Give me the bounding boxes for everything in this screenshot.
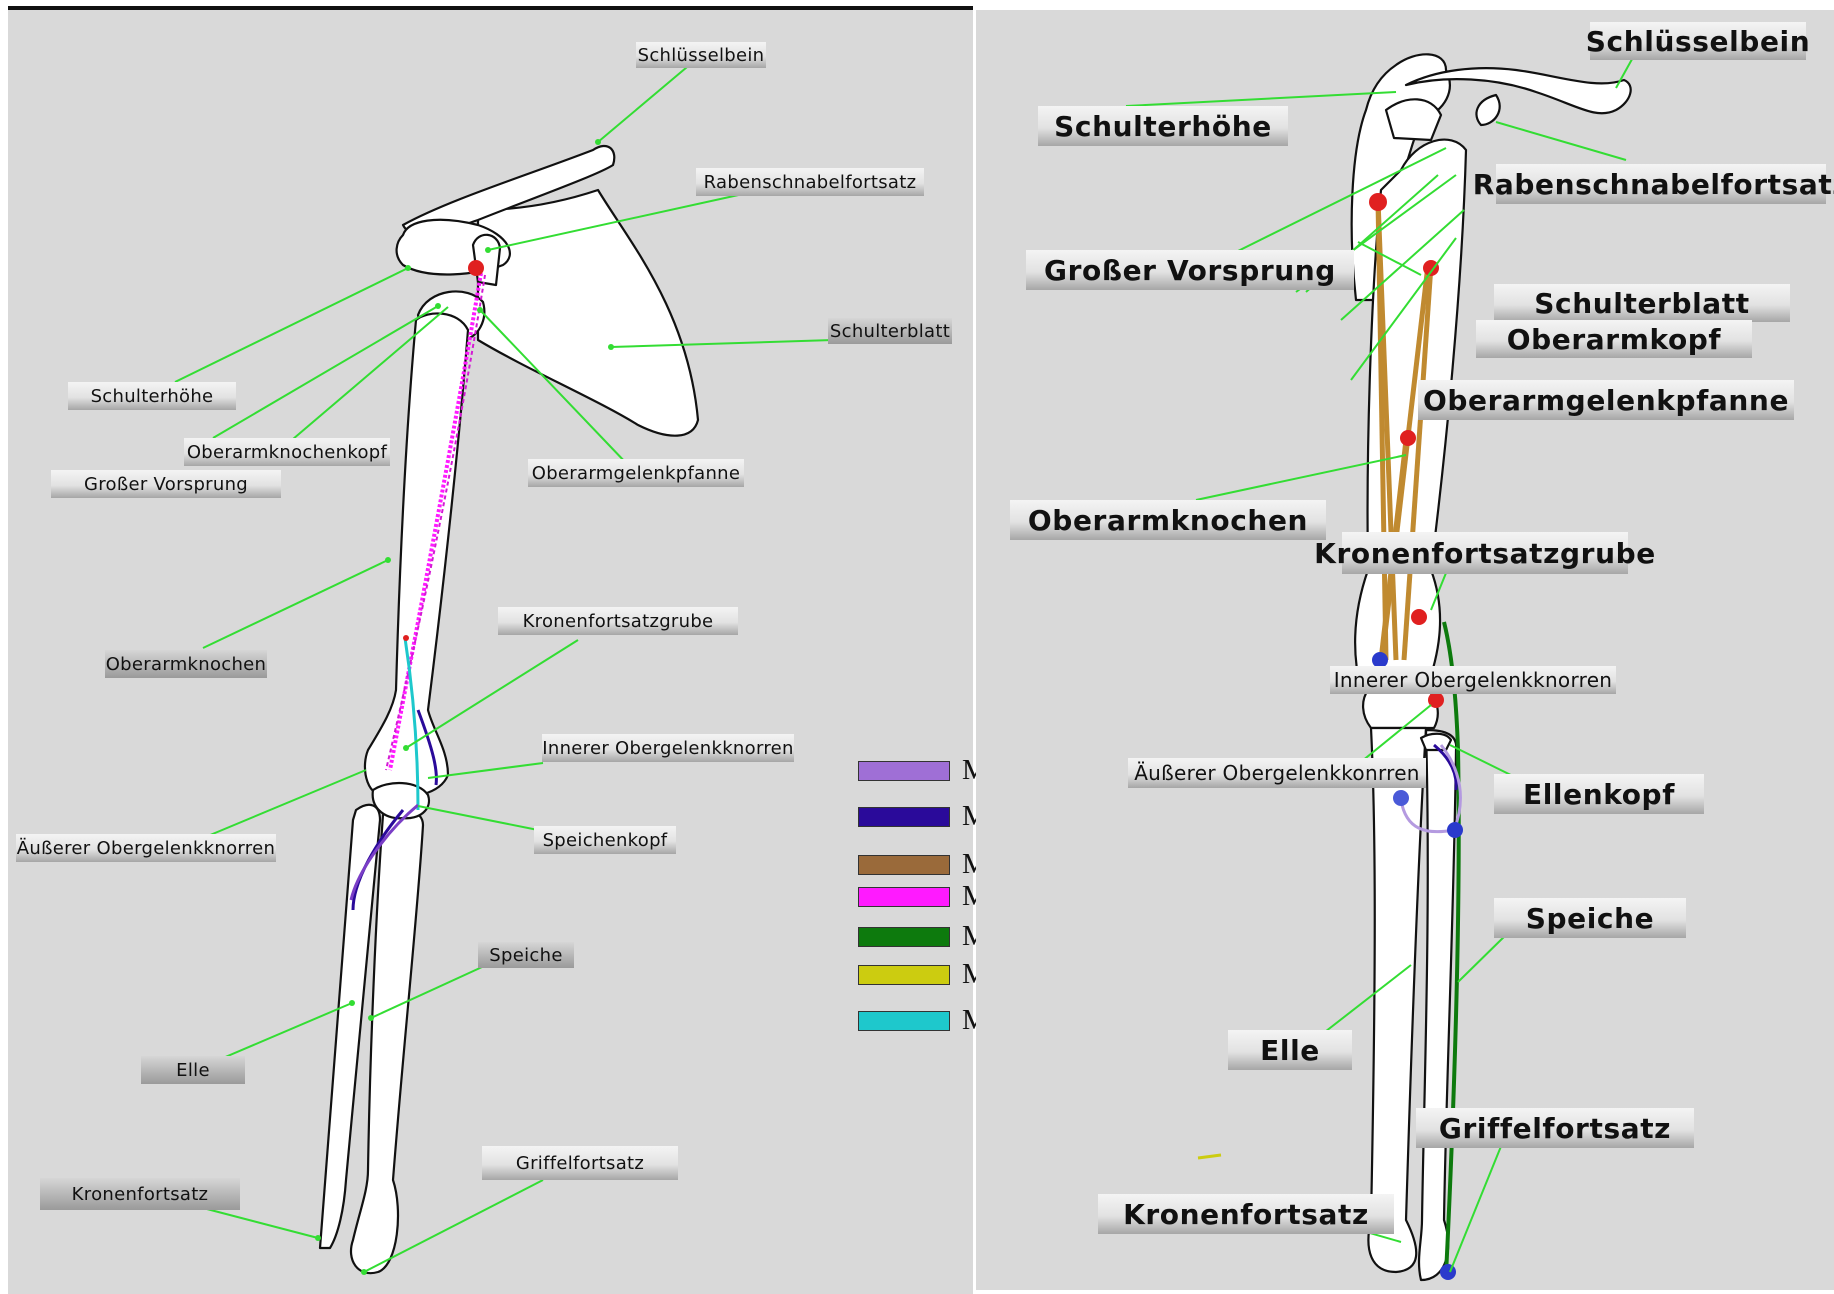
label-greater-tubercle: Großer Vorsprung [51,470,281,498]
label-coronoid-fossa: Kronenfortsatzgrube [1342,532,1628,574]
label-clavicle: Schlüsselbein [636,42,766,68]
label-medial-epicondyle: Innerer Obergelenkknorren [542,734,794,762]
label-ulna: Elle [1228,1030,1352,1070]
legend-swatch [858,887,950,907]
label-radius: Speiche [1494,898,1686,938]
label-acromion: Schulterhöhe [68,382,236,410]
label-clavicle: Schlüsselbein [1590,22,1806,60]
right-anatomy-view: Schlüsselbein Schulterhöhe Rabenschnabel… [976,10,1834,1290]
label-ulna-head: Ellenkopf [1494,774,1704,814]
legend-swatch [858,965,950,985]
label-styloid: Griffelfortsatz [1416,1108,1694,1148]
legend-swatch [858,761,950,781]
label-greater-tubercle: Großer Vorsprung [1026,250,1354,290]
label-humerus: Oberarmknochen [105,650,267,678]
legend-swatch [858,855,950,875]
label-acromion: Schulterhöhe [1038,106,1288,146]
label-coronoid-fossa: Kronenfortsatzgrube [498,607,738,635]
label-humerus: Oberarmknochen [1010,500,1326,540]
label-glenoid: Oberarmgelenkpfanne [1418,380,1794,420]
label-lateral-epicondyle: Äußerer Obergelenkknorren [16,834,276,862]
legend-swatch [858,927,950,947]
legend-swatch [858,1011,950,1031]
left-anatomy-view: Schlüsselbein Rabenschnabelfortsatz Schu… [8,6,973,1294]
ulna-bone [1368,728,1426,1272]
label-coronoid-process: Kronenfortsatz [1098,1194,1394,1234]
label-radius: Speiche [478,942,574,968]
label-radial-head: Speichenkopf [534,826,676,854]
label-scapula: Schulterblatt [828,318,952,344]
label-humeral-head: Oberarmknochenkopf [184,438,390,466]
label-coronoid-process: Kronenfortsatz [40,1178,240,1210]
label-medial-epicondyle: Innerer Obergelenkknorren [1330,666,1616,694]
label-ulna: Elle [141,1056,245,1084]
label-coracoid: Rabenschnabelfortsatz [1496,164,1826,204]
label-coracoid: Rabenschnabelfortsatz [696,168,924,196]
label-lateral-epicondyle: Äußerer Obergelenkkonrren [1128,758,1426,788]
label-glenoid: Oberarmgelenkpfanne [528,459,744,487]
label-humeral-head: Oberarmkopf [1476,320,1752,358]
label-scapula: Schulterblatt [1494,284,1790,322]
humerus-bone [365,313,468,796]
label-styloid: Griffelfortsatz [482,1146,678,1180]
scapula-bone [478,190,698,436]
legend-swatch [858,807,950,827]
